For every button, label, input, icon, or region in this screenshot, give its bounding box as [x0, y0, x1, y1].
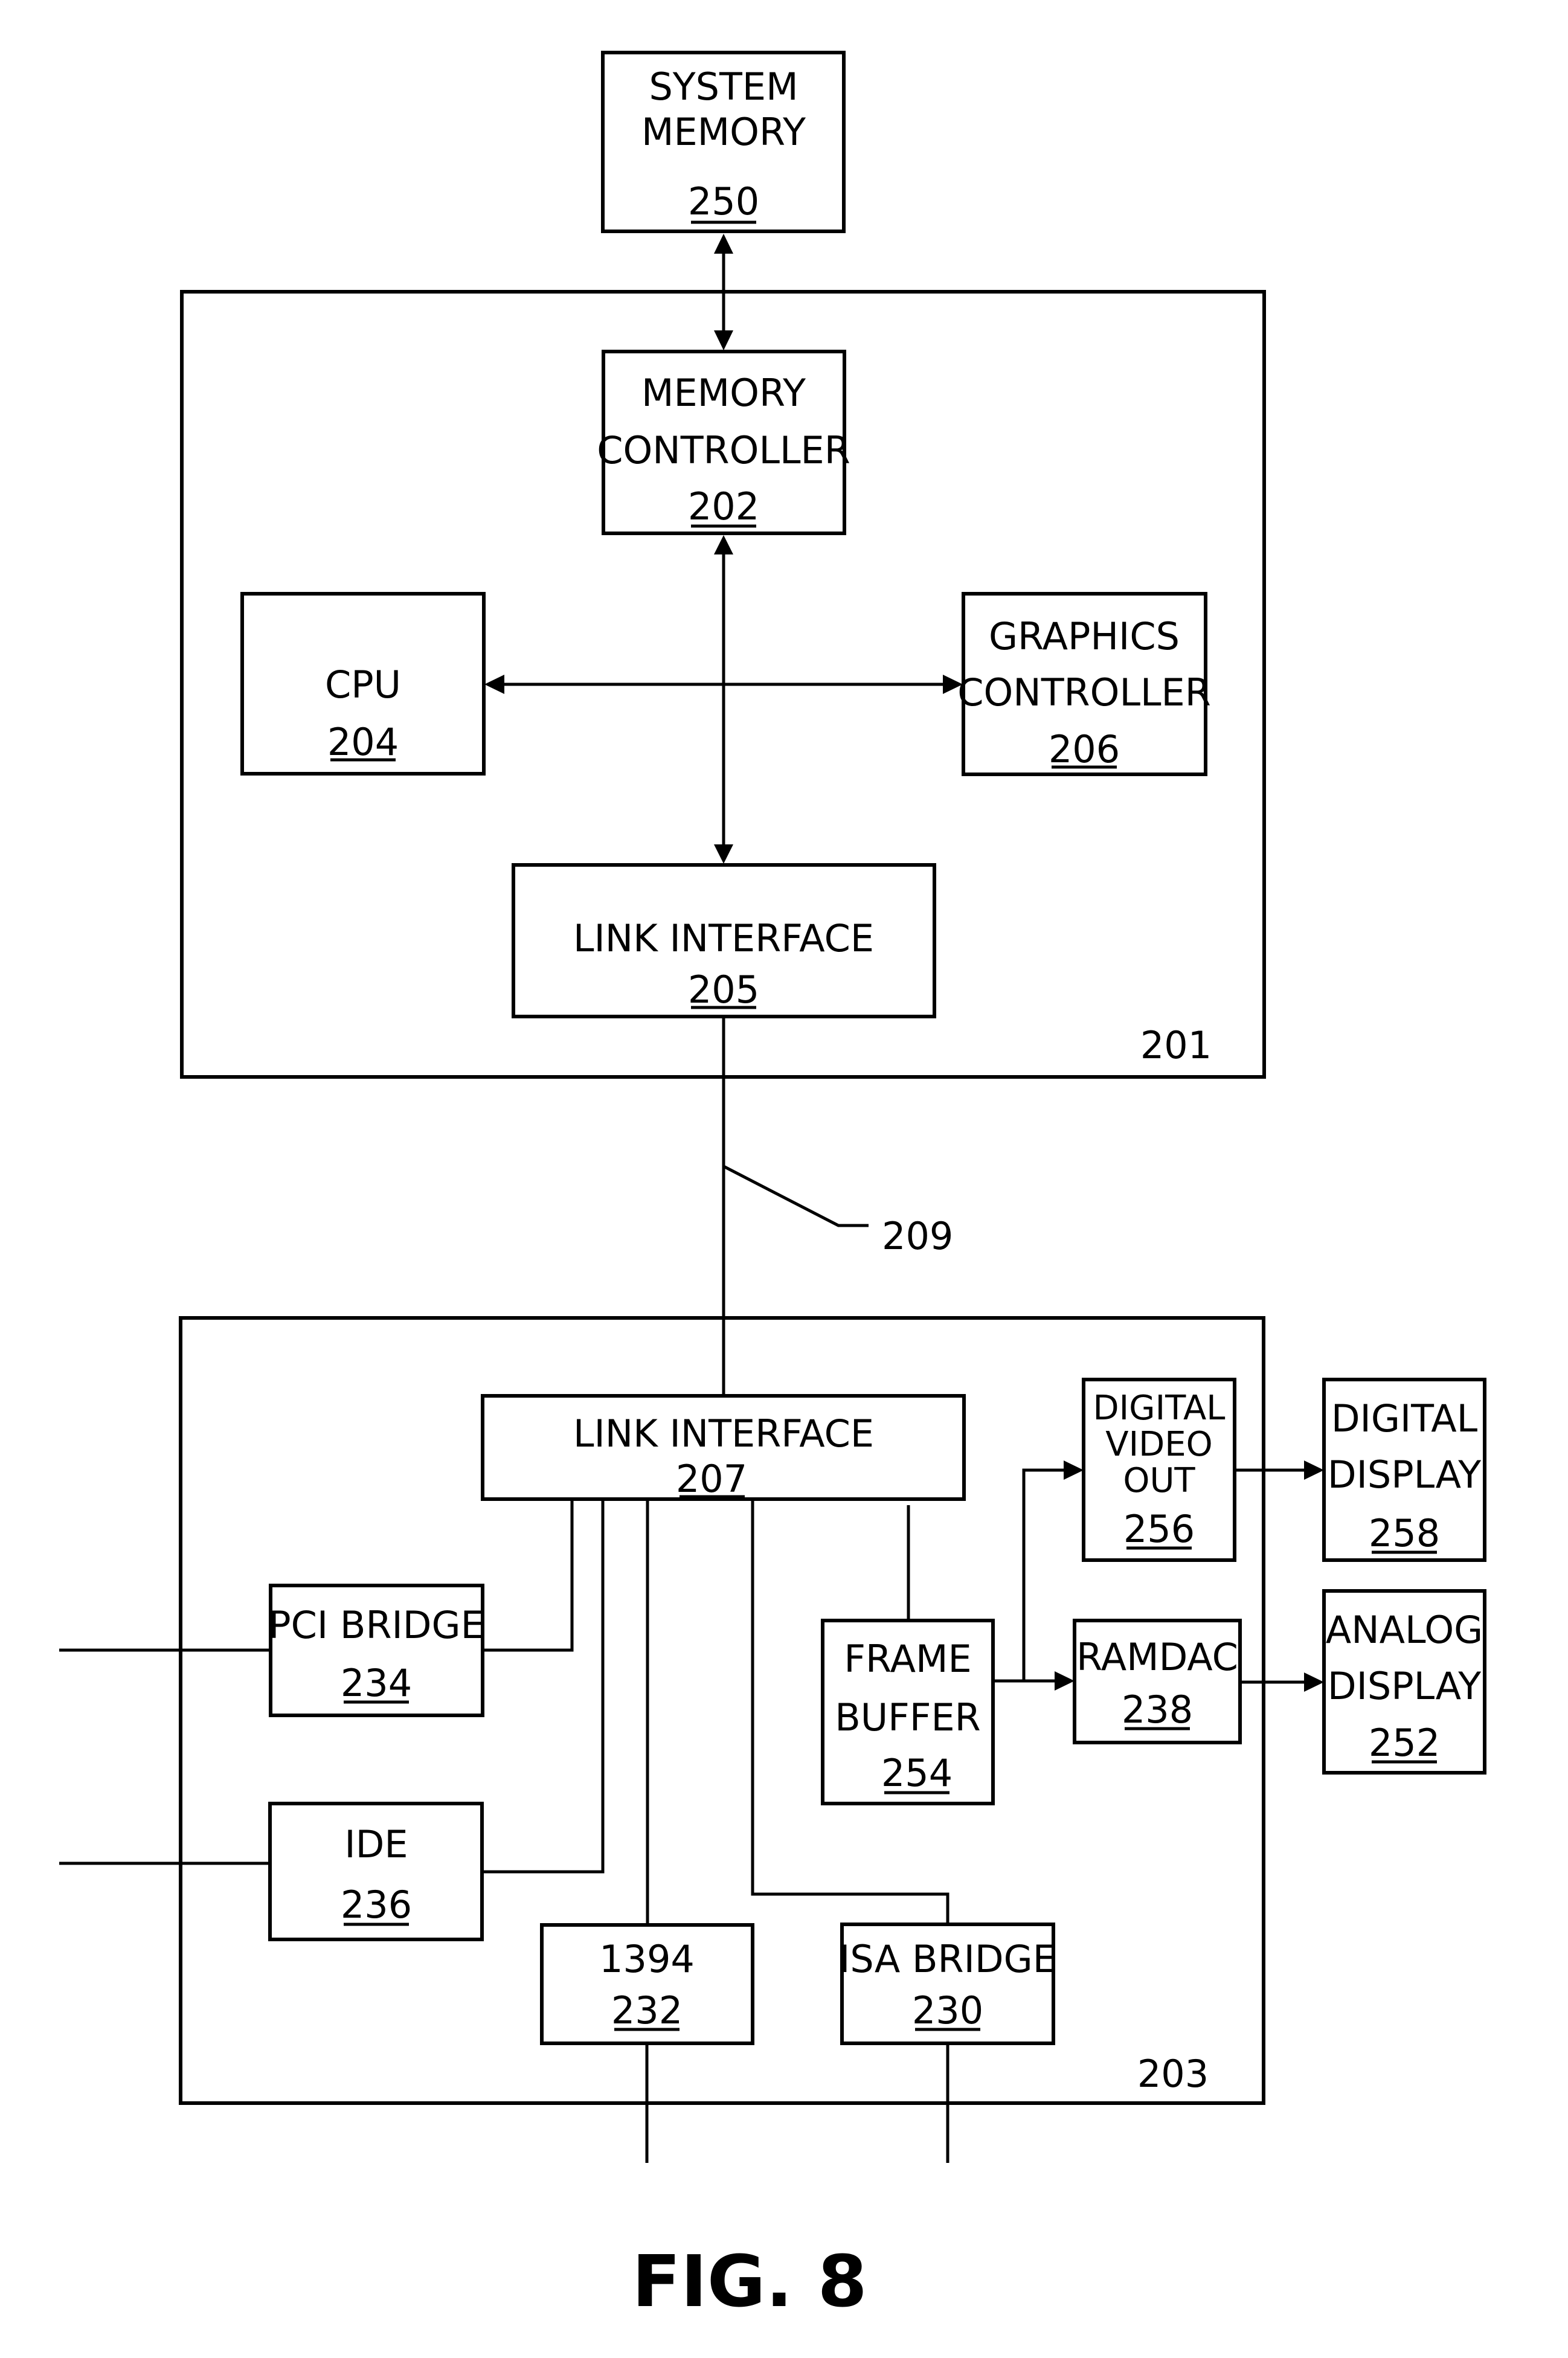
- arrow-right-icon: [1055, 1671, 1075, 1691]
- block-label: ISA BRIDGE: [839, 1937, 1056, 1981]
- block-ref: 205: [688, 968, 759, 1012]
- block-ref: 230: [912, 1988, 983, 2032]
- container-203-ref: 203: [1137, 2052, 1209, 2096]
- wire-link207-pci: [483, 1499, 572, 1650]
- block-isa-bridge: ISA BRIDGE 230: [839, 1924, 1056, 2043]
- block-label: DIGITAL: [1331, 1396, 1478, 1441]
- block-ref: 256: [1123, 1507, 1195, 1551]
- wire-framebuffer-dvo: [993, 1470, 1069, 1681]
- arrow-up-icon: [714, 535, 733, 554]
- block-ref: 204: [327, 720, 399, 764]
- block-memory-controller: MEMORY CONTROLLER 202: [597, 352, 850, 533]
- block-ref: 252: [1369, 1721, 1440, 1765]
- block-pci-bridge: PCI BRIDGE 234: [268, 1585, 484, 1715]
- block-ramdac: RAMDAC 238: [1075, 1621, 1240, 1743]
- block-system-memory: SYSTEM MEMORY 250: [603, 53, 844, 231]
- block-1394: 1394 232: [542, 1925, 753, 2043]
- block-label: DISPLAY: [1328, 1664, 1481, 1708]
- block-analog-display: ANALOG DISPLAY 252: [1324, 1591, 1485, 1773]
- block-ref: 250: [688, 179, 759, 223]
- block-ref: 207: [676, 1457, 747, 1501]
- block-label: BUFFER: [835, 1695, 981, 1740]
- block-label: CPU: [325, 663, 401, 707]
- block-label: MEMORY: [641, 110, 806, 154]
- block-label: GRAPHICS: [989, 614, 1180, 658]
- arrow-up-icon: [714, 234, 733, 254]
- arrow-right-icon: [1304, 1672, 1324, 1692]
- arrow-left-icon: [484, 675, 504, 694]
- wire-link207-ide: [482, 1499, 603, 1872]
- block-ref: 236: [341, 1883, 412, 1927]
- block-label: CONTROLLER: [597, 428, 850, 472]
- arrow-down-icon: [714, 330, 733, 350]
- block-label: DIGITAL: [1093, 1389, 1226, 1428]
- block-ref: 258: [1369, 1511, 1440, 1555]
- block-label: RAMDAC: [1076, 1635, 1238, 1679]
- block-ref: 234: [341, 1661, 412, 1705]
- block-ide: IDE 236: [270, 1804, 482, 1939]
- block-label: PCI BRIDGE: [268, 1603, 484, 1647]
- block-graphics-controller: GRAPHICS CONTROLLER 206: [957, 594, 1211, 774]
- block-label: DISPLAY: [1328, 1453, 1481, 1497]
- block-ref: 206: [1049, 727, 1120, 771]
- block-label: OUT: [1123, 1461, 1195, 1500]
- block-label: LINK INTERFACE: [573, 916, 874, 960]
- block-link-interface-205: LINK INTERFACE 205: [513, 865, 934, 1017]
- block-frame-buffer: FRAME BUFFER 254: [823, 1621, 993, 1804]
- block-label: FRAME: [844, 1637, 971, 1681]
- block-label: LINK INTERFACE: [573, 1412, 874, 1456]
- arrow-right-icon: [1304, 1460, 1324, 1480]
- block-label: ANALOG: [1326, 1608, 1483, 1652]
- arrow-down-icon: [714, 844, 733, 864]
- block-label: IDE: [344, 1822, 408, 1866]
- leader-209: [724, 1166, 869, 1226]
- block-label: SYSTEM: [649, 65, 798, 109]
- block-ref: 202: [688, 484, 759, 528]
- block-label: MEMORY: [641, 371, 806, 415]
- block-digital-display: DIGITAL DISPLAY 258: [1324, 1380, 1485, 1560]
- block-ref: 254: [881, 1751, 953, 1795]
- figure-caption: FIG. 8: [632, 2240, 867, 2323]
- arrow-right-icon: [1064, 1460, 1084, 1480]
- block-label: VIDEO: [1105, 1425, 1212, 1464]
- block-label: 1394: [599, 1937, 695, 1981]
- block-ref: 238: [1122, 1688, 1193, 1732]
- label-209: 209: [882, 1214, 953, 1258]
- block-digital-video-out: DIGITAL VIDEO OUT 256: [1084, 1380, 1235, 1560]
- block-ref: 232: [611, 1988, 683, 2032]
- container-201-ref: 201: [1140, 1023, 1212, 1067]
- block-label: CONTROLLER: [957, 670, 1211, 715]
- block-cpu: CPU 204: [242, 594, 484, 774]
- block-link-interface-207: LINK INTERFACE 207: [483, 1396, 964, 1501]
